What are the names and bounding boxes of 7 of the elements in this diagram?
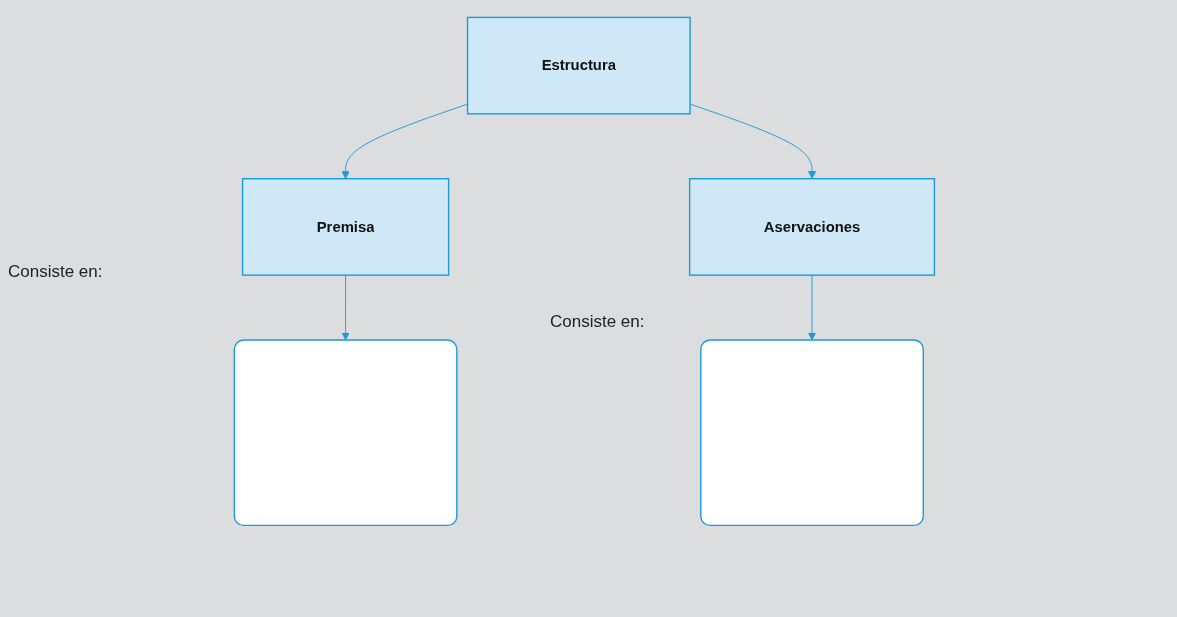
node-box	[233, 339, 458, 527]
node-box	[700, 339, 924, 527]
note-text: Consiste en:	[550, 312, 645, 332]
note-text: Consiste en:	[8, 262, 103, 282]
node-box: Premisa	[241, 178, 450, 276]
node-box: Estructura	[466, 16, 691, 115]
node-box: Aservaciones	[688, 178, 936, 276]
